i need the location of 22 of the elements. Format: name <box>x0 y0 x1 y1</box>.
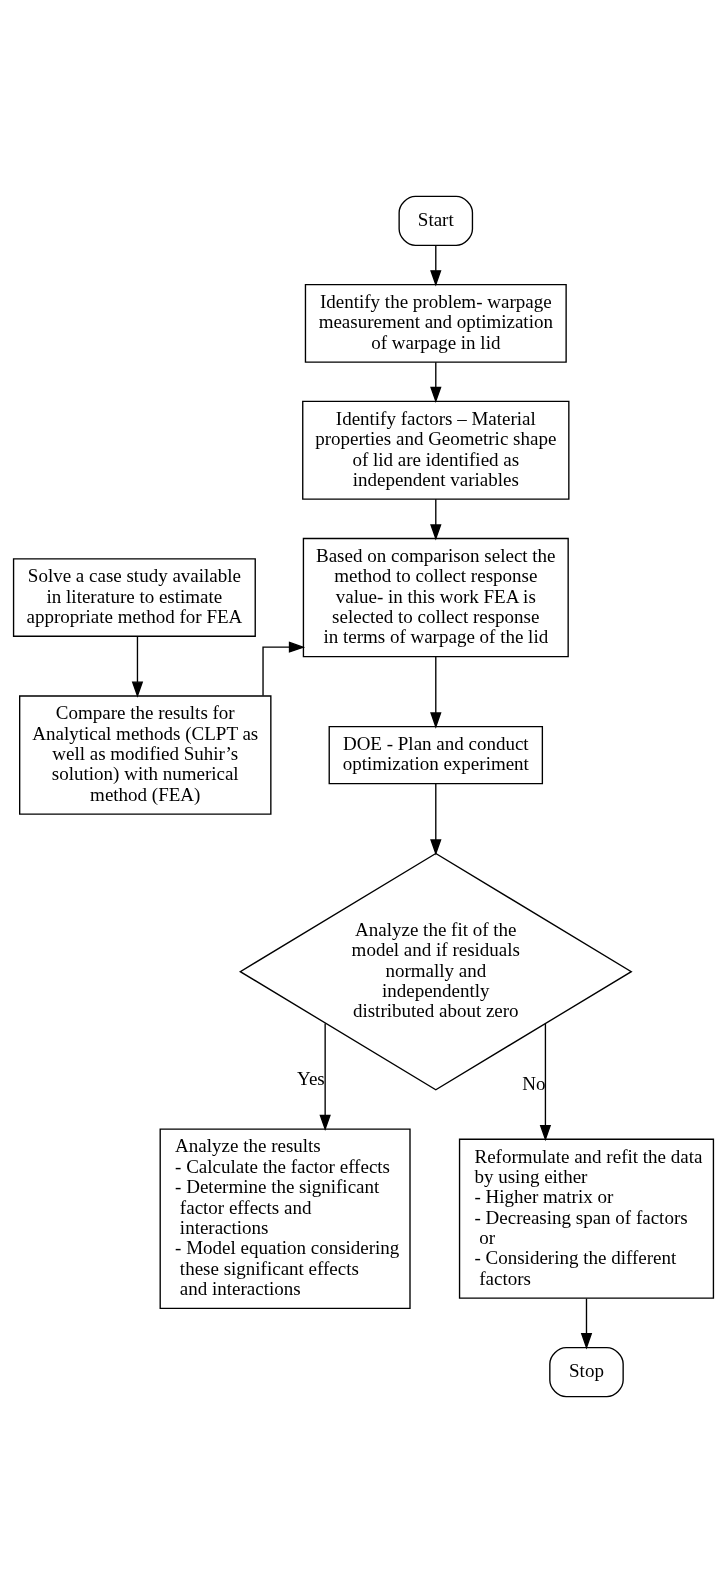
node-box: Stop <box>549 1347 624 1398</box>
arrow <box>430 361 442 404</box>
node-box: Based on comparison select the method to collect response value- in this work FEA is selected to collect response in terms of warpage of the lid <box>302 537 569 658</box>
arrow <box>430 783 442 856</box>
edge-label: Yes <box>297 1067 325 1089</box>
arrow <box>430 656 442 729</box>
arrow <box>430 245 442 287</box>
arrow <box>580 1297 593 1350</box>
node-box: Reformulate and refit the data by using either - Higher matrix or - Decreasing span of factors or - Considering the different factors <box>458 1138 715 1299</box>
node-box: Solve a case study available in literature to estimate appropriate method for FEA <box>12 558 256 637</box>
node-box: Identify the problem- warpage measurement and optimization of warpage in lid <box>304 284 567 363</box>
arrow <box>430 498 442 541</box>
arrow <box>319 1022 331 1132</box>
arrow <box>131 635 144 698</box>
edge-label: No <box>522 1073 546 1094</box>
node-box: Start <box>398 195 474 246</box>
node-box: Analyze the results - Calculate the factor effects - Determine the significant factor effects and interactions - Model equation considering these significant effects and interactions <box>159 1128 411 1309</box>
node-box: Identify factors – Material properties and Geometric shape of lid are identified as independent variables <box>302 400 570 500</box>
node-box: DOE - Plan and conduct optimization experiment <box>328 725 544 785</box>
arrow <box>262 641 306 697</box>
node-box: Compare the results for Analytical methods (CLPT as well as modified Suhir’s solution) with numerical method (FEA) <box>19 695 272 815</box>
arrow <box>539 1023 552 1142</box>
